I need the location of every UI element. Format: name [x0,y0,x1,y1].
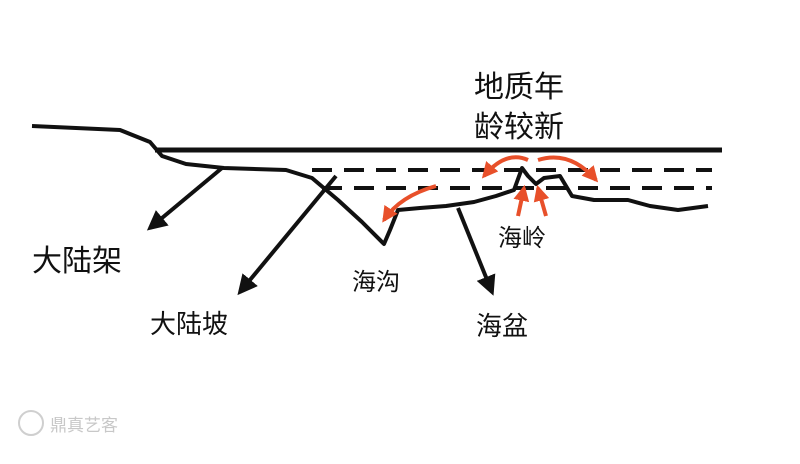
basin-pointer-arrow [456,207,496,296]
label-basin: 海盆 [476,312,529,342]
title-line-1: 地质年 [474,70,564,105]
slope-pointer-arrow [237,174,338,296]
red-arrow-left-top [481,155,529,179]
watermark: 鼎真艺客 [18,410,118,436]
red-arrow-trench [382,184,437,223]
sea-floor-profile [31,124,709,246]
red-arrow-up-left [513,184,530,217]
title-line-2: 龄较新 [474,110,564,145]
watermark-text: 鼎真艺客 [50,415,118,436]
label-continental-slope: 大陆坡 [150,310,229,340]
red-arrow-up-right [533,184,550,217]
label-trench: 海沟 [352,268,400,296]
watermark-seal-icon [18,410,44,436]
red-arrow-right-top [537,155,599,183]
label-continental-shelf: 大陆架 [32,244,122,279]
shelf-pointer-arrow [146,166,224,231]
label-ridge: 海岭 [498,224,546,252]
